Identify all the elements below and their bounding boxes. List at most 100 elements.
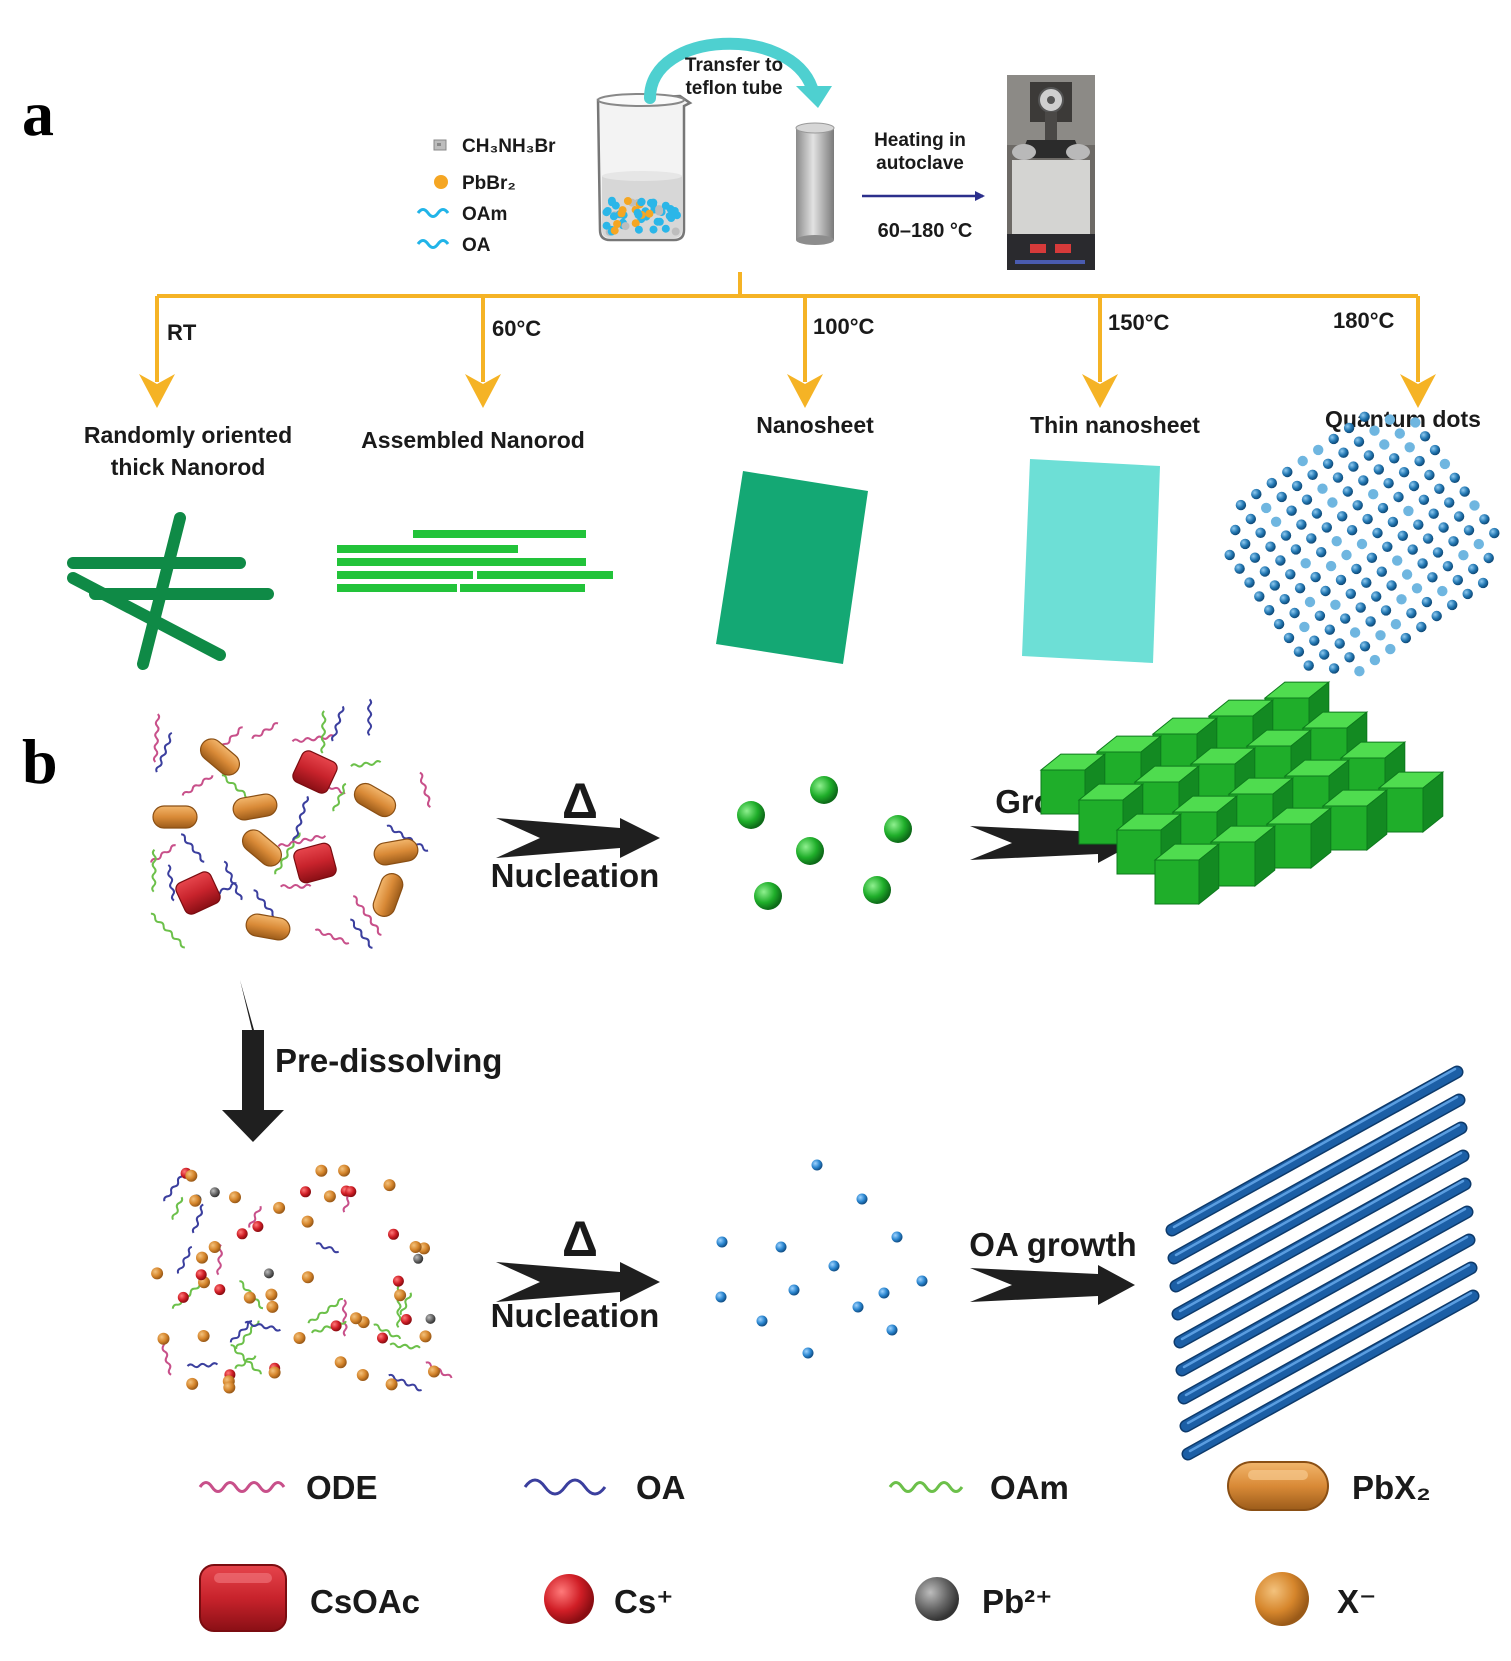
x-ion — [151, 1267, 164, 1280]
blue-nucleus — [716, 1236, 728, 1248]
quantum-dot — [1359, 641, 1371, 652]
nanocube — [1077, 783, 1145, 846]
pb-ion — [209, 1187, 220, 1198]
beaker-particle — [608, 198, 616, 207]
nanowire — [1169, 1095, 1464, 1263]
oa-wave — [386, 824, 429, 852]
legend-label-pbx2: PbX₂ — [1352, 1469, 1431, 1506]
quantum-dot — [1319, 649, 1330, 660]
green-nuclei-illustration — [737, 776, 912, 910]
quantum-dot — [1300, 558, 1311, 569]
quantum-dot — [1249, 552, 1261, 563]
branch-arrowheads — [139, 374, 1436, 408]
quantum-dot — [1320, 585, 1331, 597]
quantum-dot — [1413, 519, 1424, 530]
quantum-dot — [1291, 480, 1303, 492]
cs-ion — [177, 1291, 189, 1303]
orange-sphere-icon — [1255, 1572, 1309, 1626]
ode-wave — [251, 722, 279, 740]
quantum-dot — [1309, 635, 1320, 646]
x-ion — [197, 1330, 210, 1342]
reagent-label-3: OA — [462, 235, 491, 256]
csoac-block — [175, 871, 221, 915]
gray-sphere-icon — [915, 1577, 959, 1621]
quantum-dot — [1489, 527, 1500, 539]
pbx2-capsule — [241, 829, 283, 867]
assembled-nanorods-illustration — [337, 530, 613, 592]
quantum-dot — [1293, 646, 1305, 657]
beaker-particle — [621, 222, 630, 231]
oa-wave — [229, 1320, 253, 1343]
cs-ion — [330, 1320, 342, 1332]
beaker-particle — [637, 198, 646, 207]
oam-wave — [399, 1292, 412, 1316]
nanowire — [1175, 1179, 1470, 1347]
quantum-dot — [1254, 591, 1265, 602]
quantum-dot — [1414, 455, 1425, 467]
quantum-dot — [1385, 643, 1396, 655]
nanowire — [1181, 1263, 1476, 1431]
quantum-dot — [1448, 536, 1459, 547]
nanowire — [1167, 1067, 1462, 1235]
nanocube — [1153, 843, 1221, 906]
quantum-dot — [1422, 533, 1434, 544]
oam-wave — [221, 774, 250, 800]
quantum-dot — [1417, 558, 1428, 569]
quantum-dot — [1438, 522, 1449, 533]
red-block-icon — [199, 1564, 287, 1632]
oa-wave — [292, 795, 309, 843]
x-ion — [208, 1241, 221, 1253]
beaker-particle — [661, 224, 670, 233]
nanowire-highlight — [1174, 1095, 1459, 1257]
ode-wave — [277, 835, 327, 847]
quantum-dot — [1429, 444, 1441, 456]
quantum-dot — [1442, 561, 1454, 572]
cs-ion — [345, 1186, 357, 1198]
orange-capsule-icon — [1227, 1461, 1329, 1511]
branch-temp-rt: RT — [167, 320, 197, 345]
quantum-dot — [1392, 555, 1403, 566]
quantum-dot — [1439, 458, 1451, 470]
beaker-particle — [655, 207, 664, 216]
oam-wave — [389, 1342, 421, 1350]
transfer-arrow — [644, 37, 832, 108]
heating-label-line1: Heating in — [874, 130, 966, 151]
quantum-dot — [1424, 469, 1435, 481]
quantum-dot — [1331, 536, 1342, 547]
product-label-thick-nanorod: thick Nanorod — [111, 454, 266, 480]
product-label-assembled-nanorod: Assembled Nanorod — [361, 427, 585, 453]
quantum-dot — [1447, 599, 1458, 611]
x-ion — [338, 1164, 351, 1177]
quantum-dot — [1379, 439, 1390, 450]
csoac-block — [293, 842, 337, 884]
cs-ion — [377, 1332, 388, 1344]
transfer-label-line2: teflon tube — [685, 78, 782, 99]
quantum-dot — [1397, 530, 1409, 541]
beaker-particle — [609, 212, 618, 221]
nanocube — [1321, 789, 1389, 852]
x-ion — [301, 1271, 314, 1284]
quantum-dot — [1285, 569, 1296, 580]
quantum-dot — [1428, 508, 1439, 519]
quantum-dot — [1264, 605, 1275, 616]
pbx2-capsule — [245, 913, 291, 941]
beaker-particle — [610, 226, 619, 235]
quantum-dot — [1244, 577, 1255, 588]
quantum-dot — [1282, 466, 1293, 478]
quantum-dot — [1275, 555, 1286, 566]
x-ion — [350, 1312, 362, 1325]
quantum-dot — [1280, 530, 1292, 541]
quantum-dot — [1410, 417, 1421, 428]
thick-nanorods-illustration — [67, 512, 274, 670]
blue-nucleus — [856, 1193, 868, 1205]
blue-nucleus — [878, 1287, 890, 1299]
cyan-wave-icon — [416, 239, 450, 249]
quantum-dot — [1259, 566, 1271, 577]
quantum-dot — [1365, 616, 1376, 627]
branch-temp-100: 100°C — [813, 314, 875, 339]
x-ion — [385, 1378, 398, 1391]
cs-ion — [236, 1228, 248, 1240]
x-ion — [383, 1179, 396, 1192]
quantum-dot — [1458, 550, 1469, 561]
